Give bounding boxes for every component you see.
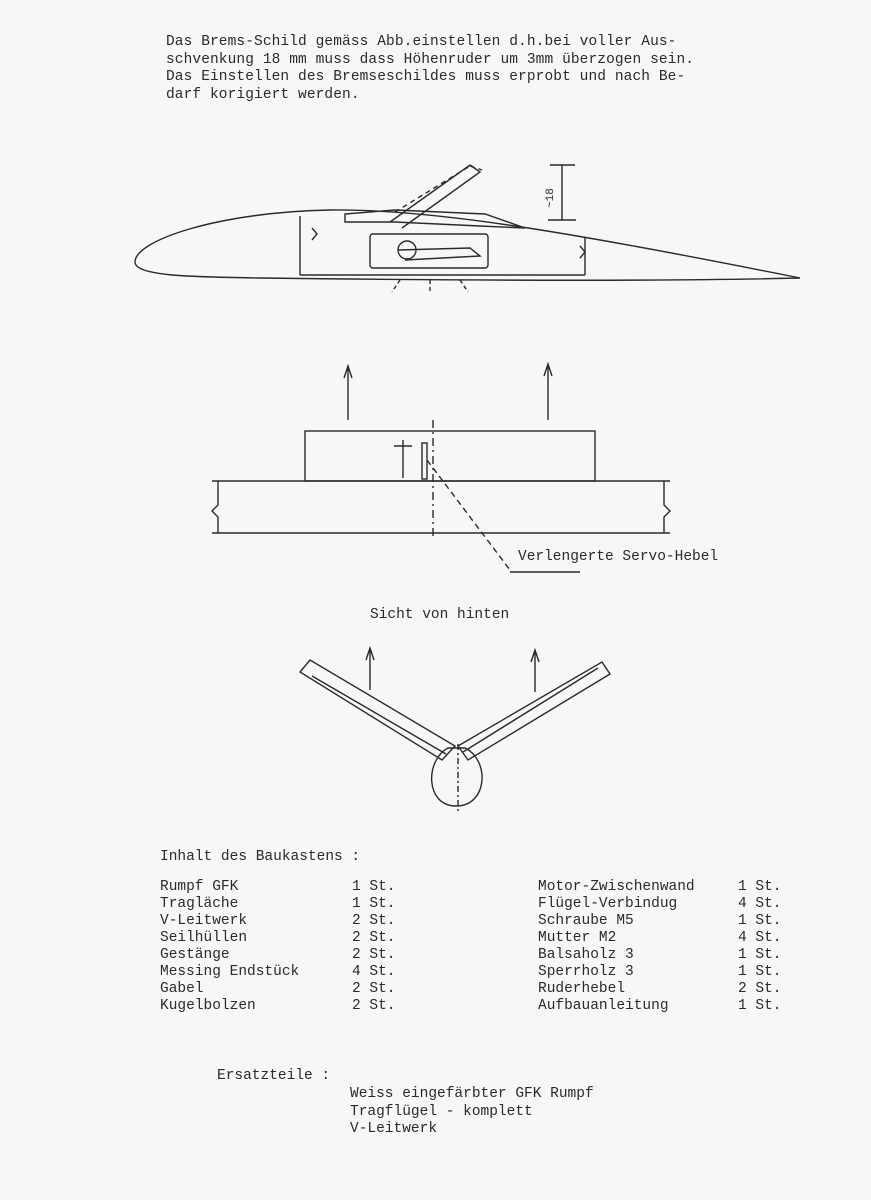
arrow-up-left [343,363,353,420]
wing-left-break [211,481,219,533]
part-qty: 2 St. [352,930,396,946]
airfoil-outline [134,209,801,282]
v-tail-left-panel [298,659,457,761]
intro-paragraph: Das Brems-Schild gemäss Abb.einstellen d… [166,34,796,104]
intro-line: schvenkung 18 mm muss dass Höhenruder um… [166,51,695,68]
break-marks [311,227,586,259]
servo-leader-line [426,459,511,571]
part-qty: 2 St. [352,998,396,1014]
fuselage-cross-section [430,747,483,807]
part-name: Gabel [160,981,204,997]
list-item: Gestänge 2 St. [160,947,396,964]
brake-shield-plate [344,209,526,229]
list-item: Sperrholz 3 1 St. [538,964,782,981]
part-name: Motor-Zwischenwand [538,879,695,895]
rear-view-label: Sicht von hinten [370,607,510,623]
brake-shield-swing-arc [394,165,483,213]
servo-lever [397,247,482,261]
part-name: Ruderhebel [538,981,626,997]
part-qty: 1 St. [738,964,782,980]
part-qty: 1 St. [738,947,782,963]
spare-parts-title: Ersatzteile : [217,1068,331,1084]
parts-list-left: Rumpf GFK 1 St. Tragläche 1 St. V-Leitwerk… [160,879,396,1015]
list-item: Motor-Zwischenwand 1 St. [538,879,782,896]
part-qty: 2 St. [352,981,396,997]
servo-leg-lines [391,279,469,294]
top-view-figure [211,420,671,573]
brake-shield-recess [299,216,586,276]
list-item: Ruderhebel 2 St. [538,981,782,998]
part-name: Seilhüllen [160,930,248,946]
list-item: V-Leitwerk [350,1121,438,1137]
list-item: Kugelbolzen 2 St. [160,998,396,1015]
intro-line: Das Brems-Schild gemäss Abb.einstellen d… [166,34,677,50]
part-name: Mutter M2 [538,930,617,946]
arrow-rear-right [530,647,540,692]
list-item: Seilhüllen 2 St. [160,930,396,947]
part-name: Gestänge [160,947,230,963]
arrow-rear-left [365,645,375,690]
rear-view-figure [298,645,611,812]
parts-list-right: Motor-Zwischenwand 1 St. Flügel-Verbindug… [538,879,782,1015]
intro-line: Das Einstellen des Bremseschildes muss e… [166,69,686,85]
part-name: V-Leitwerk [160,913,248,929]
part-qty: 4 St. [738,930,782,946]
part-name: Aufbauanleitung [538,998,669,1014]
dimension-line [548,164,576,221]
arrow-up-right [543,361,553,420]
servo-lever-label: Verlengerte Servo-Hebel [518,549,719,565]
servo-lever-pin [394,440,412,478]
part-qty: 1 St. [738,879,782,895]
list-item: Mutter M2 4 St. [538,930,782,947]
spare-parts-list: Weiss eingefärbter GFK Rumpf Tragflügel … [350,1086,594,1139]
contents-title: Inhalt des Baukastens : [160,849,361,865]
part-qty: 1 St. [738,998,782,1014]
list-item: Schraube M5 1 St. [538,913,782,930]
list-item: V-Leitwerk 2 St. [160,913,396,930]
list-item: Aufbauanleitung 1 St. [538,998,782,1015]
list-item: Gabel 2 St. [160,981,396,998]
part-qty: 1 St. [738,913,782,929]
part-name: Messing Endstück [160,964,300,980]
servo-housing [369,233,489,269]
v-tail-shading [311,667,599,755]
part-name: Rumpf GFK [160,879,239,895]
part-qty: 1 St. [352,879,396,895]
fuselage-block [304,430,596,482]
servo-lever-bar [421,442,428,480]
part-name: Tragläche [160,896,239,912]
part-qty: 4 St. [738,896,782,912]
list-item: Rumpf GFK 1 St. [160,879,396,896]
list-item: Messing Endstück 4 St. [160,964,396,981]
part-name: Schraube M5 [538,913,634,929]
list-item: Flügel-Verbindug 4 St. [538,896,782,913]
part-qty: 1 St. [352,896,396,912]
list-item: Tragflügel - komplett [350,1103,533,1120]
brake-shield-raised [389,164,482,229]
v-tail-right-panel [456,661,611,761]
airfoil-section-figure: ~18 [134,164,801,294]
list-item: Balsaholz 3 1 St. [538,947,782,964]
part-qty: 2 St. [352,947,396,963]
part-name: Kugelbolzen [160,998,256,1014]
part-qty: 2 St. [738,981,782,997]
list-item: Tragläche 1 St. [160,896,396,913]
part-name: Flügel-Verbindug [538,896,678,912]
part-qty: 2 St. [352,913,396,929]
dimension-label: ~18 [545,188,557,208]
wing-right-break [663,481,671,533]
part-qty: 4 St. [352,964,396,980]
list-item: Weiss eingefärbter GFK Rumpf [350,1086,594,1102]
intro-line: darf korigiert werden. [166,86,360,103]
part-name: Sperrholz 3 [538,964,634,980]
top-view-arrows [343,361,553,420]
part-name: Balsaholz 3 [538,947,634,963]
